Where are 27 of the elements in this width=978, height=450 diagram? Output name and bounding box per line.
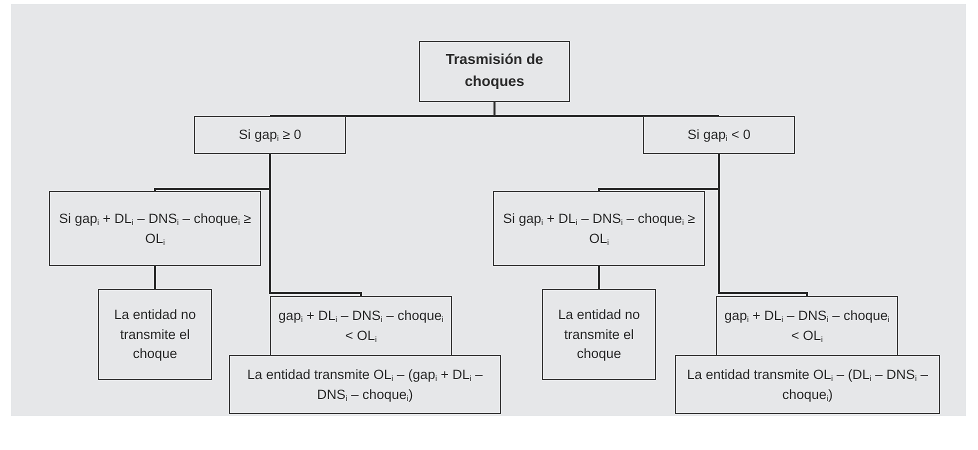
box-text: Trasmisión de choques <box>444 51 544 92</box>
box-text: Si gap$_{i}$ ≥ 0 <box>238 126 302 145</box>
process-box <box>49 191 261 266</box>
process-box <box>229 355 501 414</box>
title-box <box>419 41 570 102</box>
connector-line <box>718 154 808 296</box>
connector-line <box>598 266 600 289</box>
process-box <box>675 355 940 414</box>
box-text: La entidad no transmite el choque <box>557 306 641 364</box>
process-box <box>716 296 898 356</box>
connector-line <box>494 102 720 117</box>
process-box <box>493 191 705 266</box>
connector-line <box>269 154 362 296</box>
process-box <box>194 116 346 154</box>
box-text: gap$_{i}$ + DL$_{i}$ – DNS$_{i}$ – choque$_{i}$ < OL$_{i}$ <box>277 307 445 346</box>
box-text: Si gap$_{i}$ + DL$_{i}$ – DNS$_{i}$ – choque$_{i}$ ≥ OL$_{i}$ <box>502 210 696 248</box>
process-box <box>542 289 656 380</box>
box-text: La entidad transmite OL$_{i}$ – (DL$_{i}$ – DNS$_{i}$ – choque$_{i}$) <box>686 366 929 404</box>
box-text: Si gap$_{i}$ + DL$_{i}$ – DNS$_{i}$ – choque$_{i}$ ≥ OL$_{i}$ <box>58 210 252 248</box>
process-box <box>98 289 212 380</box>
box-text: gap$_{i}$ + DL$_{i}$ – DNS$_{i}$ – choque$_{i}$ < OL$_{i}$ <box>723 307 891 346</box>
connector-line <box>154 266 156 289</box>
box-text: La entidad no transmite el choque <box>113 306 197 364</box>
box-text: Si gap$_{i}$ < 0 <box>688 126 750 145</box>
box-text: La entidad transmite OL$_{i}$ – (gap$_{i}$ + DL$_{i}$ – DNS$_{i}$ – choque$_{i}$) <box>246 366 484 404</box>
process-box <box>270 296 452 356</box>
process-box <box>643 116 795 154</box>
